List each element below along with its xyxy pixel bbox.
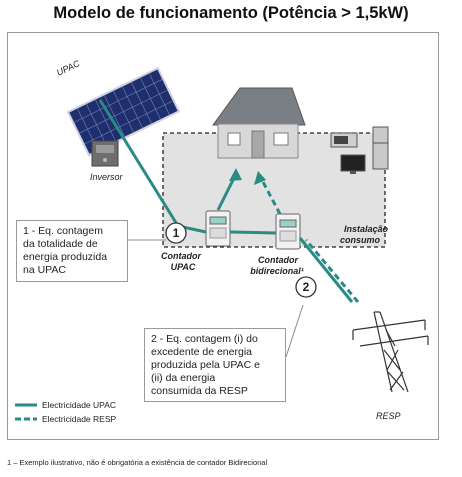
marker-1-circle: [165, 222, 187, 244]
note2-line: (ii) da energia: [151, 372, 216, 384]
legend-solid-label: Electricidade UPAC: [42, 400, 117, 410]
legend-dashed-label: Electricidade RESP: [42, 414, 117, 424]
note-box-1: 1 - Eq. contagem da totalidade de energi…: [16, 220, 128, 282]
footnote: 1 – Exemplo ilustrativo, não é obrigatór…: [7, 458, 268, 467]
note1-line: energia produzida: [23, 251, 108, 263]
meter-bidirectional-label-line1: Contador: [258, 255, 298, 265]
meter-upac-icon: [205, 210, 231, 247]
tv-icon: [340, 154, 366, 174]
solar-panel-icon: [66, 66, 181, 157]
inverter-icon: [91, 140, 119, 167]
resp-label: RESP: [376, 411, 401, 421]
diagram-title: Modelo de funcionamento (Potência > 1,5k…: [53, 4, 409, 22]
meter-bidirectional-icon: [275, 213, 301, 250]
note2-leader: [285, 304, 304, 358]
note1-line: 1 - Eq. contagem: [23, 225, 103, 237]
marker-1: 1: [172, 226, 180, 240]
marker-2-circle: [295, 276, 317, 298]
meter-upac-label-line2: UPAC: [170, 262, 196, 272]
diagram-frame: [7, 32, 439, 440]
meter-upac-label-line1: Contador: [161, 251, 201, 261]
marker-2: 2: [302, 280, 310, 294]
fridge-icon: [372, 126, 389, 170]
microwave-icon: [330, 132, 358, 148]
note2-line: produzida pela UPAC e: [151, 359, 260, 371]
note2-line: excedente de energia: [151, 346, 252, 358]
inverter-label: Inversor: [90, 172, 123, 182]
installation-label-line1: Instalação: [343, 224, 388, 234]
pylon-icon: [352, 311, 429, 393]
installation-label-line2: consumo: [339, 235, 380, 245]
arrow-to-house-solid: [229, 168, 242, 181]
note2-line: consumida da RESP: [151, 385, 248, 397]
note2-line: 2 - Eq. contagem (i) do: [151, 333, 258, 345]
note1-line: na UPAC: [23, 264, 66, 276]
note1-line: da totalidade de: [23, 238, 98, 250]
meter-bidirectional-label-line2: bidirecional¹: [250, 266, 304, 276]
arrow-to-house-dashed: [254, 171, 266, 185]
resp-electricity-flow: [260, 179, 360, 303]
note-box-2: 2 - Eq. contagem (i) do excedente de ene…: [144, 328, 286, 402]
upac-electricity-flow: [98, 99, 354, 303]
house-icon: [212, 87, 306, 159]
